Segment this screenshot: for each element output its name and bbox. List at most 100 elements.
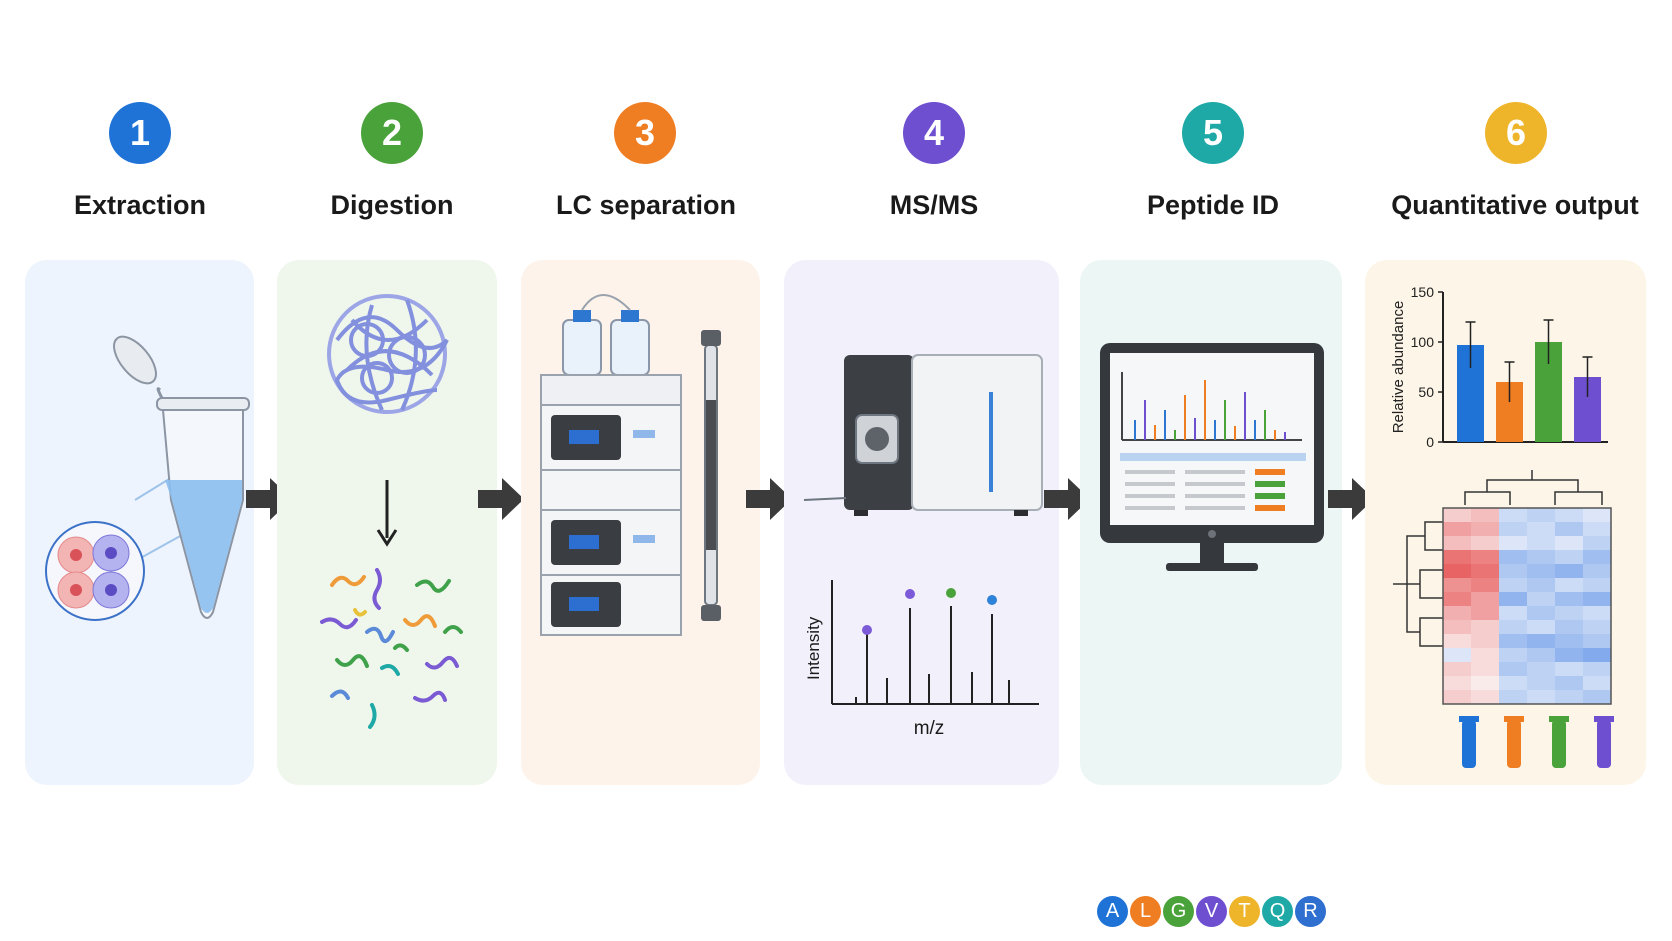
microtube-icon: [113, 335, 250, 619]
heatmap-cell: [1527, 662, 1555, 676]
heatmap-cell: [1583, 620, 1611, 634]
heatmap-cell: [1443, 662, 1471, 676]
folded-protein-icon: [327, 294, 449, 414]
heatmap-cell: [1499, 606, 1527, 620]
heatmap-cell: [1499, 648, 1527, 662]
arrow-icon: [744, 476, 794, 522]
heatmap-cell: [1583, 676, 1611, 690]
heatmap-cell: [1555, 676, 1583, 690]
heatmap-cell: [1471, 550, 1499, 564]
heatmap-cell: [1499, 690, 1527, 704]
step-2-badge: 2: [361, 102, 423, 164]
step-3-title: LC separation: [555, 190, 737, 220]
step-6-badge: 6: [1485, 102, 1547, 164]
heatmap-cell: [1527, 522, 1555, 536]
heatmap-illustration: [1393, 470, 1614, 768]
heatmap-cell: [1583, 508, 1611, 522]
sample-tubes-icon: [1459, 716, 1614, 768]
row-dendrogram-icon: [1393, 521, 1443, 647]
heatmap-cell: [1527, 536, 1555, 550]
heatmap-cell: [1583, 634, 1611, 648]
step-4-title: MS/MS: [889, 190, 979, 220]
heatmap-cell: [1583, 522, 1611, 536]
heatmap-cell: [1499, 550, 1527, 564]
arrow-icon: [476, 476, 526, 522]
residue-l: L: [1130, 896, 1161, 927]
heatmap-cell: [1583, 662, 1611, 676]
y-tick-label: 150: [1411, 284, 1435, 300]
heatmap-cell: [1583, 592, 1611, 606]
heatmap-cell: [1443, 536, 1471, 550]
heatmap-cell: [1499, 564, 1527, 578]
down-arrow-icon: [376, 480, 398, 547]
heatmap-cell: [1583, 690, 1611, 704]
heatmap-cell: [1527, 690, 1555, 704]
heatmap-cell: [1555, 550, 1583, 564]
heatmap-cell: [1499, 508, 1527, 522]
lc-stack-icon: [540, 374, 682, 636]
heatmap-cell: [1471, 606, 1499, 620]
column-dendrogram-icon: [1464, 470, 1603, 505]
y-axis-label: Relative abundance: [1390, 301, 1407, 434]
heatmap-cell: [1527, 578, 1555, 592]
heatmap-cell: [1499, 522, 1527, 536]
heatmap-cell: [1443, 634, 1471, 648]
residue-v: V: [1196, 896, 1227, 927]
heatmap-cell: [1471, 676, 1499, 690]
ms-x-axis-label: m/z: [913, 718, 945, 739]
heatmap-cell: [1443, 620, 1471, 634]
heatmap-cell: [1499, 578, 1527, 592]
digestion-illustration: [320, 294, 463, 729]
heatmap-cell: [1583, 564, 1611, 578]
heatmap-cell: [1471, 662, 1499, 676]
heatmap-cell: [1555, 648, 1583, 662]
step-5-panel: A L G V T Q R: [1080, 260, 1342, 927]
heatmap-cell: [1527, 550, 1555, 564]
residue-g: G: [1163, 896, 1194, 927]
heatmap-cell: [1555, 592, 1583, 606]
heatmap-cell: [1471, 578, 1499, 592]
heatmap-cell: [1527, 648, 1555, 662]
lc-column-icon: [701, 330, 721, 621]
extraction-illustration: [45, 335, 250, 621]
heatmap-cell: [1443, 508, 1471, 522]
heatmap-cell: [1471, 508, 1499, 522]
heatmap-cell: [1471, 564, 1499, 578]
heatmap-cell: [1555, 690, 1583, 704]
heatmap-border: [1442, 507, 1612, 705]
residue-q: Q: [1262, 896, 1293, 927]
y-tick-label: 50: [1418, 384, 1434, 400]
heatmap-cell: [1443, 578, 1471, 592]
heatmap-cell: [1555, 536, 1583, 550]
heatmap-cell: [1527, 676, 1555, 690]
step-3-panel: [521, 260, 760, 785]
heatmap-cell: [1527, 592, 1555, 606]
spectrum-screen-plot: [1121, 372, 1302, 441]
step-5-title: Peptide ID: [1146, 190, 1280, 220]
step-1-panel: [25, 260, 254, 785]
step-2-title: Digestion: [330, 190, 454, 220]
heatmap-cell: [1527, 606, 1555, 620]
heatmap-cell: [1443, 550, 1471, 564]
results-table-icon: [1120, 453, 1306, 511]
solvent-bottle-icon: [562, 294, 650, 376]
y-tick-label: 100: [1411, 334, 1435, 350]
ms-y-axis-label: Intensity: [804, 616, 823, 680]
heatmap-cell: [1583, 648, 1611, 662]
heatmap-cell: [1555, 634, 1583, 648]
heatmap-cell: [1583, 550, 1611, 564]
heatmap-cell: [1499, 536, 1527, 550]
heatmap-cell: [1471, 536, 1499, 550]
heatmap-cell: [1443, 522, 1471, 536]
heatmap-cell: [1443, 592, 1471, 606]
cell-zoom-icon: [45, 521, 145, 621]
heatmap-cell: [1555, 508, 1583, 522]
step-5-badge: 5: [1182, 102, 1244, 164]
heatmap-cell: [1527, 620, 1555, 634]
peptide-fragments-icon: [320, 568, 463, 729]
monitor-illustration: [1100, 343, 1324, 571]
arrow-icon: [1326, 476, 1376, 522]
mass-spectrometer-icon: [803, 354, 1043, 516]
step-4-badge: 4: [903, 102, 965, 164]
heatmap-cell: [1471, 690, 1499, 704]
